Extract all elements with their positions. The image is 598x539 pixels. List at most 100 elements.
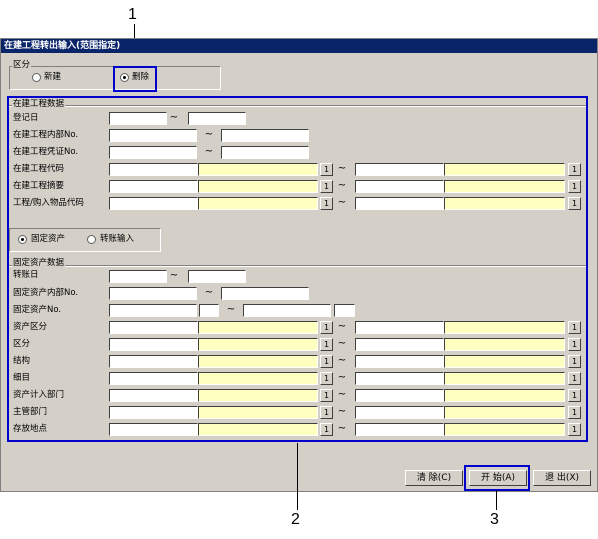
fa-structure-from-input[interactable] bbox=[109, 355, 198, 368]
fa-asset-class-from-input[interactable] bbox=[109, 321, 198, 334]
fa-detail-to-input[interactable] bbox=[355, 372, 444, 385]
cip-item-code-from-lookup-button[interactable]: 1 bbox=[320, 197, 333, 210]
cip-summary-from-name bbox=[198, 180, 318, 193]
cip-internal-no-label: 在建工程内部No. bbox=[13, 130, 79, 140]
callout-1-highlight bbox=[113, 66, 157, 92]
fa-no-label: 固定资产No. bbox=[13, 305, 62, 315]
fa-no-from-branch-input[interactable] bbox=[199, 304, 219, 317]
fa-location-label: 存放地点 bbox=[13, 424, 48, 434]
cip-voucher-no-to-input[interactable] bbox=[221, 146, 309, 159]
fa-legend: 固定资产数据 bbox=[12, 257, 66, 269]
fa-category-from-lookup-button[interactable]: 1 bbox=[320, 338, 333, 351]
fa-mgr-dept-to-lookup-button[interactable]: 1 bbox=[568, 406, 581, 419]
fa-location-to-lookup-button[interactable]: 1 bbox=[568, 423, 581, 436]
start-button[interactable]: 开 始(A) bbox=[469, 470, 527, 486]
cip-code-from-name bbox=[198, 163, 318, 176]
fa-internal-no-to-input[interactable] bbox=[221, 287, 309, 300]
fa-detail-from-input[interactable] bbox=[109, 372, 198, 385]
cip-summary-from-input[interactable] bbox=[109, 180, 198, 193]
fa-transfer-date-from-input[interactable] bbox=[109, 270, 167, 283]
fa-location-from-name bbox=[198, 423, 318, 436]
fa-internal-no-from-input[interactable] bbox=[109, 287, 197, 300]
tilde: ~ bbox=[337, 372, 347, 383]
fa-no-to-input[interactable] bbox=[243, 304, 331, 317]
tilde: ~ bbox=[226, 304, 236, 315]
fa-location-from-lookup-button[interactable]: 1 bbox=[320, 423, 333, 436]
fa-no-from-input[interactable] bbox=[109, 304, 197, 317]
tilde: ~ bbox=[337, 338, 347, 349]
cip-internal-no-from-input[interactable] bbox=[109, 129, 197, 142]
fa-structure-to-input[interactable] bbox=[355, 355, 444, 368]
cip-item-code-to-lookup-button[interactable]: 1 bbox=[568, 197, 581, 210]
fa-dept-to-lookup-button[interactable]: 1 bbox=[568, 389, 581, 402]
fa-detail-from-name bbox=[198, 372, 318, 385]
cip-item-code-to-input[interactable] bbox=[355, 197, 444, 210]
cip-date-label: 登记日 bbox=[13, 113, 39, 123]
fa-dept-from-input[interactable] bbox=[109, 389, 198, 402]
fa-dept-from-name bbox=[198, 389, 318, 402]
fa-dept-from-lookup-button[interactable]: 1 bbox=[320, 389, 333, 402]
fa-detail-from-lookup-button[interactable]: 1 bbox=[320, 372, 333, 385]
cip-date-to-input[interactable] bbox=[188, 112, 246, 125]
asset-type-radio-transfer[interactable] bbox=[87, 235, 96, 244]
exit-button[interactable]: 退 出(X) bbox=[533, 470, 591, 486]
kubun-label-new: 新建 bbox=[44, 72, 62, 82]
fa-asset-class-to-lookup-button[interactable]: 1 bbox=[568, 321, 581, 334]
fa-asset-class-from-lookup-button[interactable]: 1 bbox=[320, 321, 333, 334]
callout-2-leader bbox=[297, 443, 298, 510]
fa-dept-to-name bbox=[444, 389, 565, 402]
tilde: ~ bbox=[337, 355, 347, 366]
kubun-legend: 区分 bbox=[12, 59, 32, 71]
fa-dept-to-input[interactable] bbox=[355, 389, 444, 402]
cip-internal-no-to-input[interactable] bbox=[221, 129, 309, 142]
fa-structure-from-name bbox=[198, 355, 318, 368]
fa-mgr-dept-from-input[interactable] bbox=[109, 406, 198, 419]
fa-detail-to-name bbox=[444, 372, 565, 385]
cip-code-from-lookup-button[interactable]: 1 bbox=[320, 163, 333, 176]
fa-location-to-input[interactable] bbox=[355, 423, 444, 436]
fa-category-to-input[interactable] bbox=[355, 338, 444, 351]
asset-type-label-fixed: 固定资产 bbox=[31, 234, 66, 244]
cip-summary-to-input[interactable] bbox=[355, 180, 444, 193]
asset-type-radio-fixed[interactable] bbox=[18, 235, 27, 244]
tilde: ~ bbox=[337, 180, 347, 191]
fa-no-to-branch-input[interactable] bbox=[334, 304, 355, 317]
callout-2-highlight bbox=[7, 96, 588, 442]
fa-mgr-dept-to-input[interactable] bbox=[355, 406, 444, 419]
fa-dept-label: 资产计入部门 bbox=[13, 390, 65, 400]
fa-structure-to-name bbox=[444, 355, 565, 368]
cip-summary-from-lookup-button[interactable]: 1 bbox=[320, 180, 333, 193]
tilde: ~ bbox=[169, 112, 179, 123]
cip-separator bbox=[9, 105, 587, 107]
kubun-radio-delete[interactable] bbox=[120, 73, 129, 82]
fa-category-from-input[interactable] bbox=[109, 338, 198, 351]
kubun-label-delete: 删除 bbox=[132, 72, 150, 82]
fa-internal-no-label: 固定资产内部No. bbox=[13, 288, 79, 298]
kubun-radio-new[interactable] bbox=[32, 73, 41, 82]
cip-item-code-from-input[interactable] bbox=[109, 197, 198, 210]
tilde: ~ bbox=[204, 287, 214, 298]
clear-button[interactable]: 清 除(C) bbox=[405, 470, 463, 486]
cip-code-to-name bbox=[444, 163, 565, 176]
asset-type-group bbox=[9, 228, 161, 252]
tilde: ~ bbox=[204, 129, 214, 140]
fa-detail-to-lookup-button[interactable]: 1 bbox=[568, 372, 581, 385]
cip-voucher-no-from-input[interactable] bbox=[109, 146, 197, 159]
cip-code-to-input[interactable] bbox=[355, 163, 444, 176]
tilde: ~ bbox=[337, 163, 347, 174]
fa-transfer-date-to-input[interactable] bbox=[188, 270, 246, 283]
cip-item-code-from-name bbox=[198, 197, 318, 210]
fa-asset-class-to-input[interactable] bbox=[355, 321, 444, 334]
fa-structure-from-lookup-button[interactable]: 1 bbox=[320, 355, 333, 368]
fa-category-to-lookup-button[interactable]: 1 bbox=[568, 338, 581, 351]
cip-code-from-input[interactable] bbox=[109, 163, 198, 176]
fa-location-from-input[interactable] bbox=[109, 423, 198, 436]
cip-summary-to-name bbox=[444, 180, 565, 193]
cip-summary-to-lookup-button[interactable]: 1 bbox=[568, 180, 581, 193]
fa-mgr-dept-from-lookup-button[interactable]: 1 bbox=[320, 406, 333, 419]
callout-3-leader bbox=[496, 490, 497, 510]
fa-structure-to-lookup-button[interactable]: 1 bbox=[568, 355, 581, 368]
cip-code-to-lookup-button[interactable]: 1 bbox=[568, 163, 581, 176]
cip-date-from-input[interactable] bbox=[109, 112, 167, 125]
callout-1: 1 bbox=[128, 6, 137, 23]
